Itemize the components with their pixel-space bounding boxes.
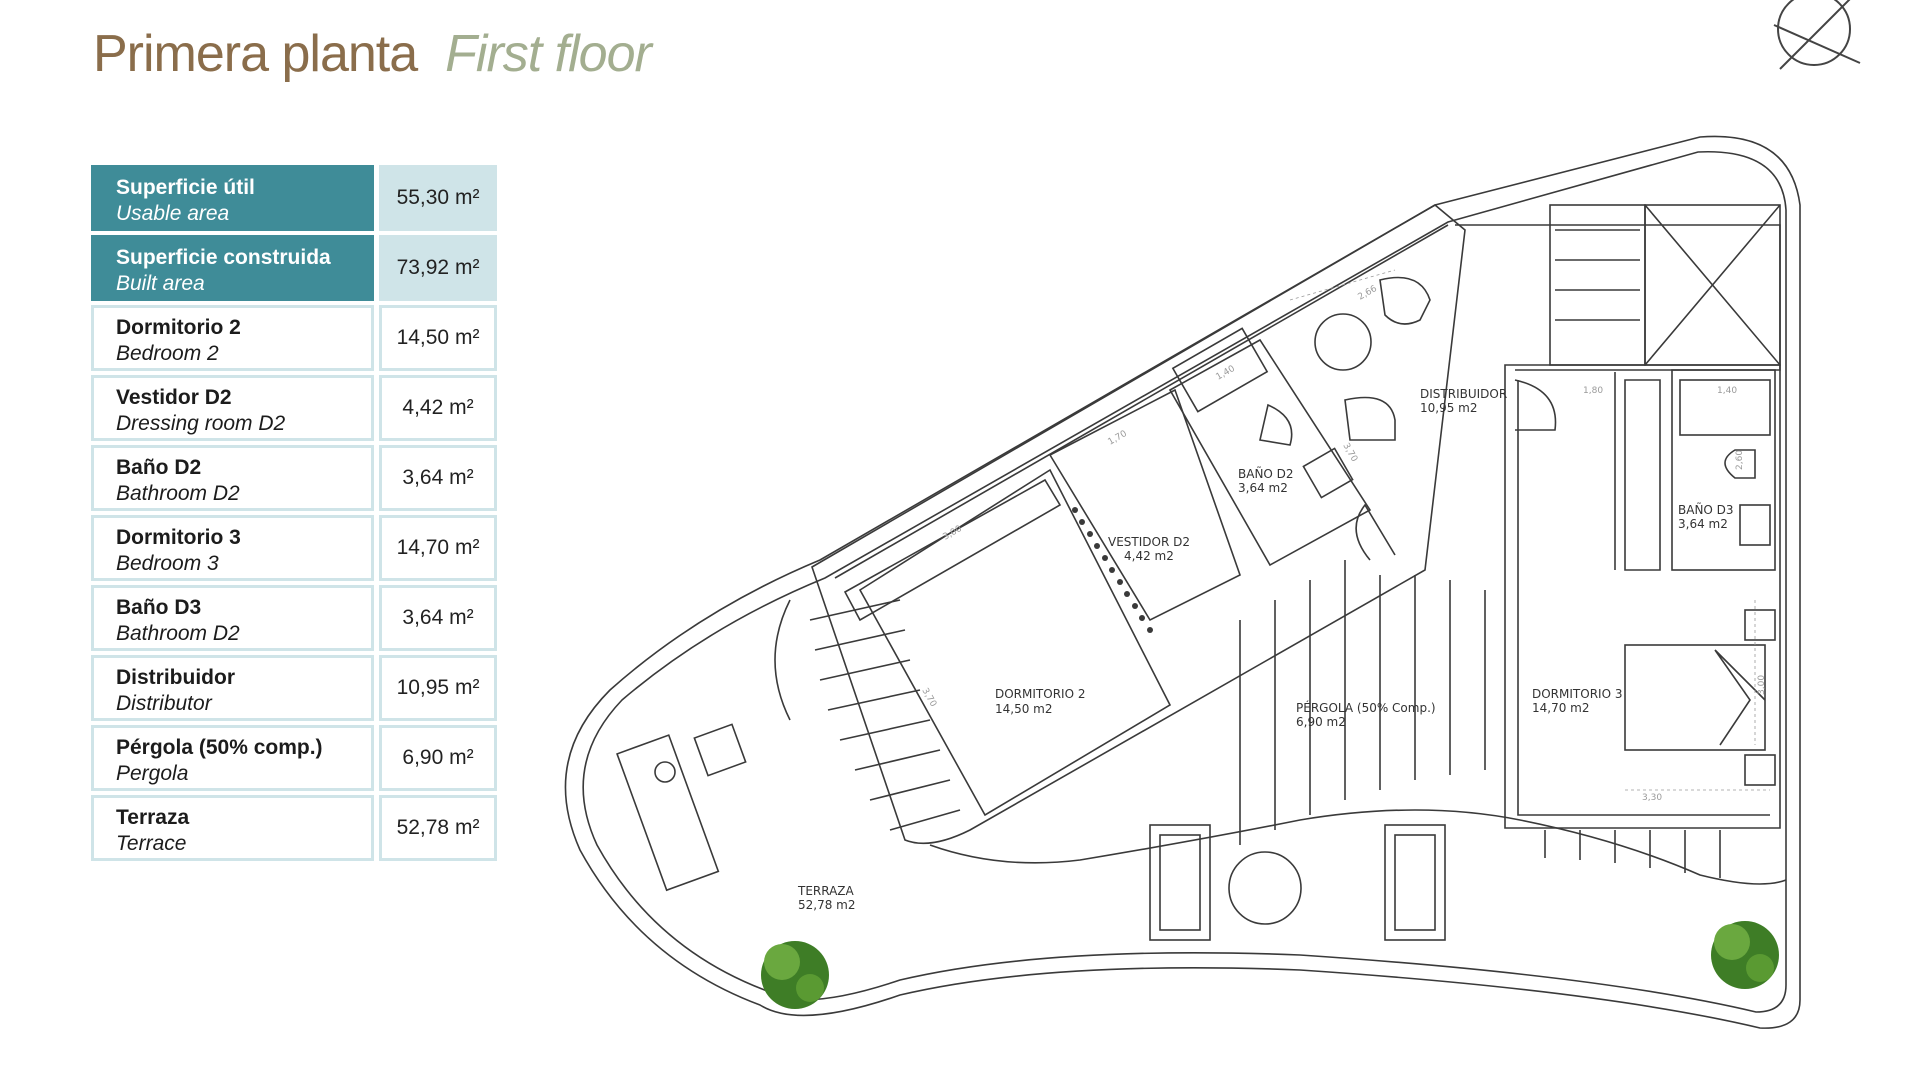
- room-area-bano-d2: 3,64 m2: [1238, 481, 1288, 495]
- dimension-label: 1,70: [1107, 429, 1130, 448]
- area-value: 3,64 m²: [379, 585, 497, 651]
- area-label-en: Terrace: [116, 832, 187, 855]
- area-row-label: Dormitorio 3 Bedroom 3: [91, 515, 374, 581]
- room-label-terraza: TERRAZA: [797, 884, 855, 898]
- area-label-en: Bedroom 3: [116, 552, 219, 575]
- room-area-distribuidor: 10,95 m2: [1420, 401, 1478, 415]
- dimension-label: 3,00: [1757, 675, 1767, 695]
- dimension-label: 3,70: [919, 687, 938, 710]
- room-label-bano-d3: BAÑO D3: [1678, 502, 1734, 517]
- area-value: 6,90 m²: [379, 725, 497, 791]
- area-value: 3,64 m²: [379, 445, 497, 511]
- room-area-dormitorio-3: 14,70 m2: [1532, 701, 1590, 715]
- dimension-label: 3,30: [1642, 793, 1662, 803]
- room-label-dormitorio-3: DORMITORIO 3: [1532, 687, 1622, 701]
- area-row-bathroom-d2: Baño D2 Bathroom D2 3,64 m²: [91, 445, 501, 511]
- area-label-en: Bedroom 2: [116, 342, 219, 365]
- area-label-en: Bathroom D2: [116, 622, 240, 645]
- area-label-en: Bathroom D2: [116, 482, 240, 505]
- page-title-english: First floor: [445, 25, 652, 83]
- dimension-label: 2,60: [1735, 450, 1745, 470]
- area-value: 14,70 m²: [379, 515, 497, 581]
- page-title: Primera planta First floor: [93, 24, 652, 84]
- area-row-built: Superficie construida Built area 73,92 m…: [91, 235, 501, 301]
- area-label-es: Baño D2: [116, 456, 202, 479]
- area-value: 10,95 m²: [379, 655, 497, 721]
- area-label-es: Dormitorio 2: [116, 316, 241, 339]
- area-label-es: Superficie útil: [116, 176, 255, 199]
- compass-icon: [1773, 0, 1861, 70]
- area-label-es: Terraza: [116, 806, 190, 829]
- area-label-es: Distribuidor: [116, 666, 235, 689]
- room-label-pergola: PÉRGOLA (50% Comp.): [1296, 700, 1436, 715]
- area-row-label: Vestidor D2 Dressing room D2: [91, 375, 374, 441]
- area-row-terrace: Terraza Terrace 52,78 m²: [91, 795, 501, 861]
- area-label-en: Built area: [116, 272, 205, 295]
- area-row-label: Terraza Terrace: [91, 795, 374, 861]
- room-area-vestidor-d2: 4,42 m2: [1124, 549, 1174, 563]
- plant-icon-right: [1711, 921, 1779, 989]
- dimension-label: 1,40: [1717, 386, 1737, 396]
- bedroom-3-outline: [1504, 364, 1781, 829]
- room-label-vestidor-d2: VESTIDOR D2: [1108, 535, 1190, 549]
- area-row-bathroom-d3: Baño D3 Bathroom D2 3,64 m²: [91, 585, 501, 651]
- area-value: 14,50 m²: [379, 305, 497, 371]
- area-label-es: Vestidor D2: [116, 386, 232, 409]
- room-label-bano-d2: BAÑO D2: [1238, 466, 1294, 481]
- area-row-label: Dormitorio 2 Bedroom 2: [91, 305, 374, 371]
- dimension-label: 1,80: [1583, 386, 1603, 396]
- area-label-es: Superficie construida: [116, 246, 331, 269]
- area-row-distributor: Distribuidor Distributor 10,95 m²: [91, 655, 501, 721]
- terrace-inner-boundary: [582, 150, 1787, 1013]
- area-value: 73,92 m²: [379, 235, 497, 301]
- area-row-bedroom-3: Dormitorio 3 Bedroom 3 14,70 m²: [91, 515, 501, 581]
- room-label-distribuidor: DISTRIBUIDOR: [1420, 387, 1507, 401]
- room-label-dormitorio-2: DORMITORIO 2: [995, 687, 1085, 701]
- area-row-label: Superficie construida Built area: [91, 235, 374, 301]
- room-area-bano-d3: 3,64 m2: [1678, 517, 1728, 531]
- area-row-label: Pérgola (50% comp.) Pergola: [91, 725, 374, 791]
- dimension-label: 2,66: [1357, 284, 1380, 303]
- room-area-dormitorio-2: 14,50 m2: [995, 702, 1053, 716]
- area-value: 52,78 m²: [379, 795, 497, 861]
- area-label-en: Usable area: [116, 202, 230, 225]
- area-row-dressing-room-d2: Vestidor D2 Dressing room D2 4,42 m²: [91, 375, 501, 441]
- area-row-label: Distribuidor Distributor: [91, 655, 374, 721]
- house-wing-outline: [811, 204, 1466, 845]
- area-label-en: Distributor: [116, 692, 212, 715]
- page-title-spanish: Primera planta: [93, 25, 418, 83]
- dimension-label: 1,40: [1215, 364, 1238, 383]
- area-label-es: Dormitorio 3: [116, 526, 241, 549]
- area-row-label: Superficie útil Usable area: [91, 165, 374, 231]
- room-area-terraza: 52,78 m2: [798, 898, 856, 912]
- area-row-label: Baño D2 Bathroom D2: [91, 445, 374, 511]
- area-row-bedroom-2: Dormitorio 2 Bedroom 2 14,50 m²: [91, 305, 501, 371]
- area-label-en: Dressing room D2: [116, 412, 286, 435]
- terrace-boundary: [564, 135, 1801, 1029]
- room-area-pergola: 6,90 m2: [1296, 715, 1346, 729]
- plant-icon-left: [761, 941, 829, 1009]
- area-value: 55,30 m²: [379, 165, 497, 231]
- area-table: Superficie útil Usable area 55,30 m² Sup…: [91, 165, 501, 865]
- area-label-en: Pergola: [116, 762, 189, 785]
- area-row-label: Baño D3 Bathroom D2: [91, 585, 374, 651]
- dimension-label: 3,70: [1340, 442, 1359, 465]
- area-row-pergola: Pérgola (50% comp.) Pergola 6,90 m²: [91, 725, 501, 791]
- area-value: 4,42 m²: [379, 375, 497, 441]
- area-label-es: Pérgola (50% comp.): [116, 736, 323, 759]
- area-label-es: Baño D3: [116, 596, 202, 619]
- area-row-usable: Superficie útil Usable area 55,30 m²: [91, 165, 501, 231]
